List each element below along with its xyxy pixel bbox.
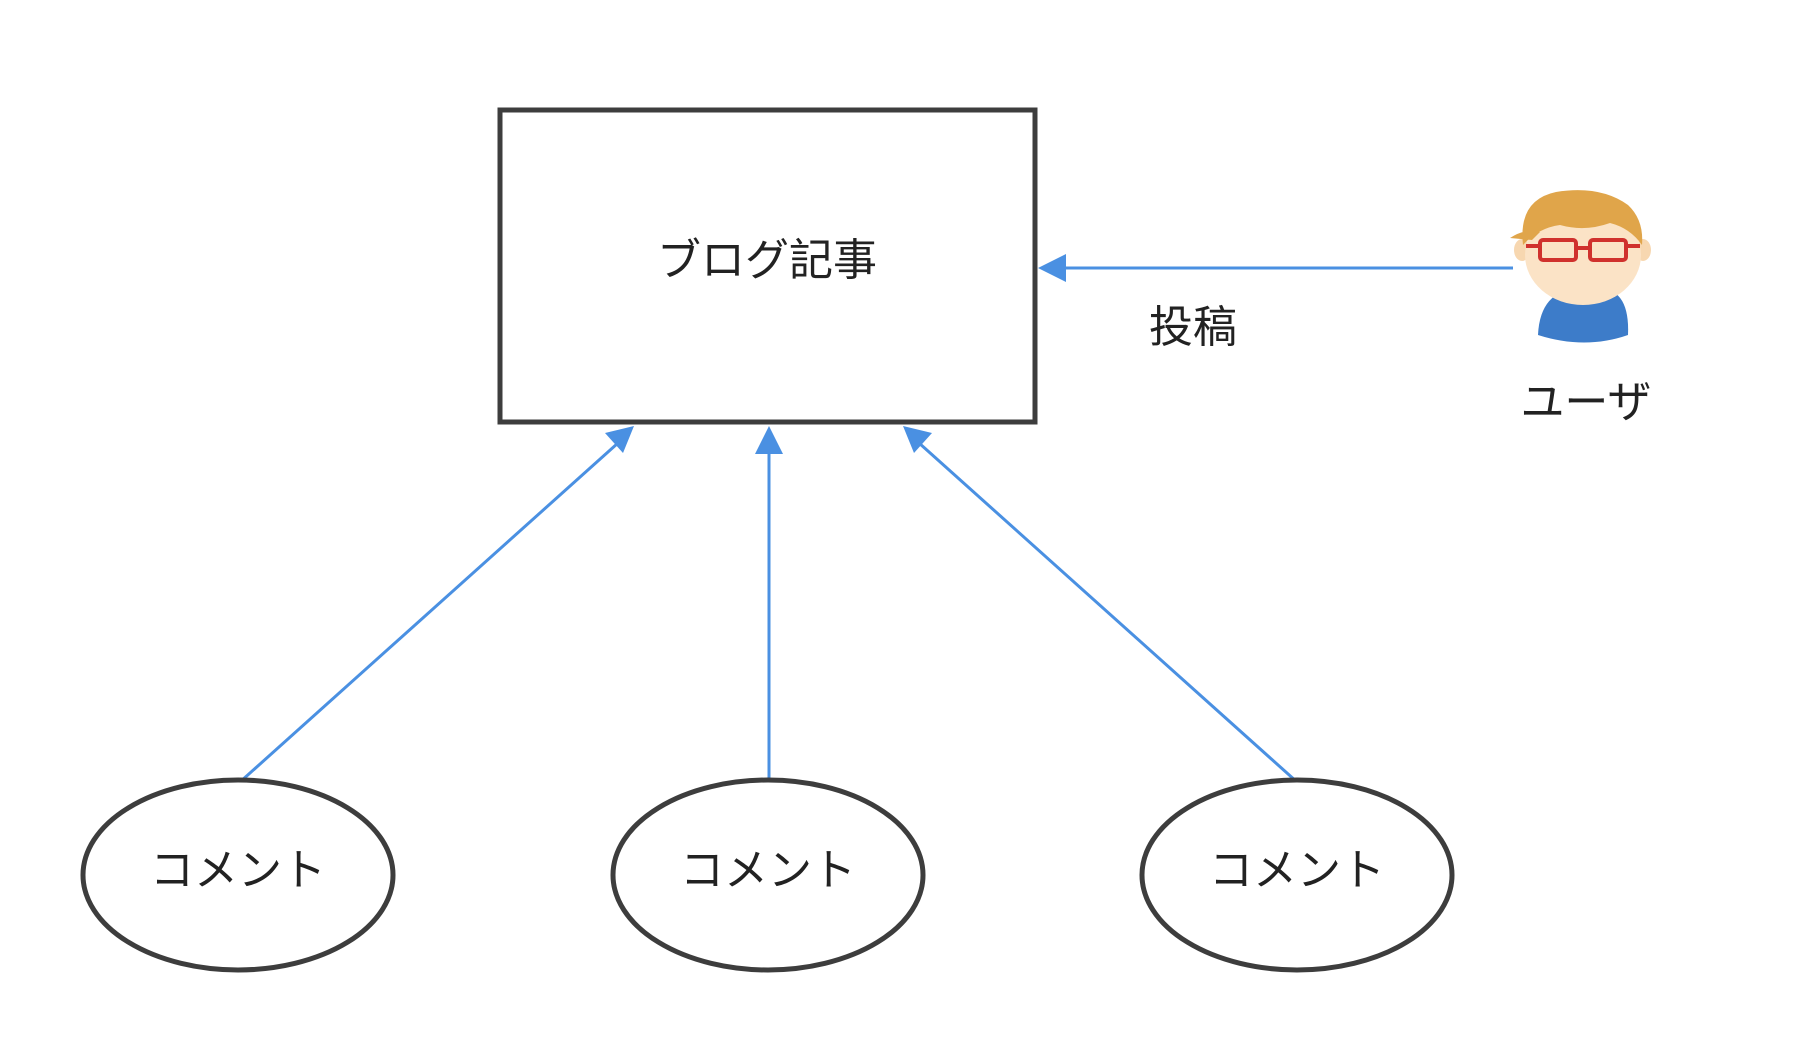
- comment-label-1: コメント: [150, 845, 326, 896]
- blog-article-box: [497, 107, 1038, 425]
- post-arrow-head: [1038, 254, 1066, 282]
- comment-node-3[interactable]: コメント: [1139, 777, 1455, 973]
- comment-label-3: コメント: [1209, 845, 1385, 896]
- comment-arrow-head-2: [755, 426, 783, 454]
- comment-ellipse-3: [1139, 777, 1455, 973]
- comment-edge-1: [238, 426, 634, 784]
- comment-arrow-head-1: [605, 426, 634, 453]
- comment-edge-2: [755, 426, 783, 782]
- comment-node-1[interactable]: コメント: [80, 777, 396, 973]
- comment-label-2: コメント: [680, 845, 856, 896]
- blog-article-label: ブログ記事: [657, 235, 877, 286]
- user-icon: [1510, 190, 1651, 343]
- blog-article-node[interactable]: ブログ記事: [497, 107, 1038, 425]
- comment-arrow-line-3: [917, 441, 1299, 784]
- user-node[interactable]: ユーザ: [1510, 190, 1652, 428]
- comment-ellipse-2: [610, 777, 926, 973]
- post-edge: 投稿: [1038, 254, 1513, 353]
- post-edge-label: 投稿: [1149, 302, 1237, 353]
- comment-edge-3: [903, 426, 1299, 784]
- comment-arrow-head-3: [903, 426, 932, 453]
- user-label: ユーザ: [1520, 377, 1651, 428]
- comment-ellipse-1: [80, 777, 396, 973]
- comment-node-2[interactable]: コメント: [610, 777, 926, 973]
- comment-arrow-line-1: [238, 441, 620, 784]
